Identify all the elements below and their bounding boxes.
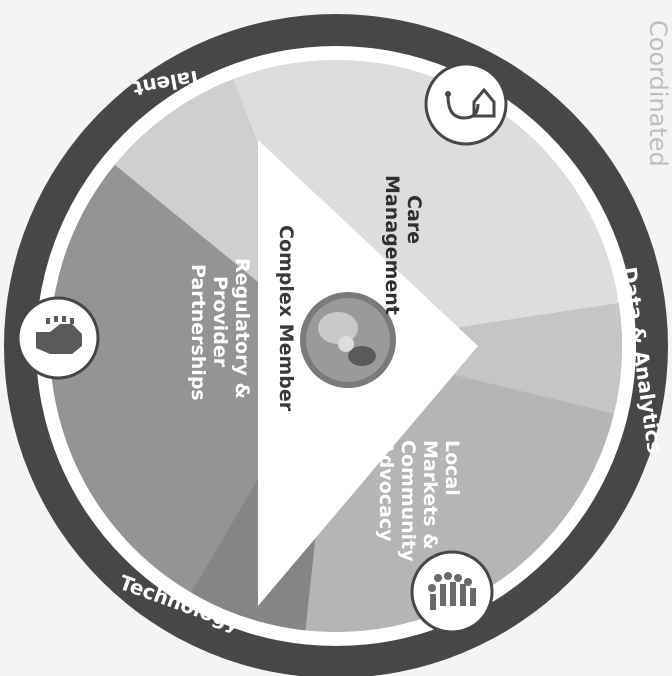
care-management-line-2: Management [381, 175, 403, 315]
care-management-line-1: Care [403, 195, 425, 244]
people-group-icon [410, 550, 494, 634]
member-photo [300, 292, 396, 388]
segment-label-regulatory: Regulatory & Provider Partnerships [187, 258, 253, 401]
segment-local-markets-upper [336, 300, 622, 420]
regulatory-line-1: Regulatory & [231, 258, 253, 399]
stethoscope-house-icon [424, 62, 508, 146]
segment-label-care-management: Care Management [381, 175, 425, 315]
local-markets-line-3: Community [397, 440, 419, 562]
regulatory-line-2: Provider [209, 276, 231, 368]
segment-label-local-markets: Local Markets & Community Advocacy [375, 440, 463, 562]
local-markets-line-1: Local [441, 440, 463, 496]
center-label: Complex Member [275, 225, 297, 412]
regulatory-line-3: Partnerships [187, 264, 209, 401]
handshake-icon [16, 296, 100, 380]
local-markets-line-4: Advocacy [375, 440, 397, 542]
local-markets-line-2: Markets & [419, 440, 441, 550]
edge-text: Coordinated [644, 20, 672, 167]
